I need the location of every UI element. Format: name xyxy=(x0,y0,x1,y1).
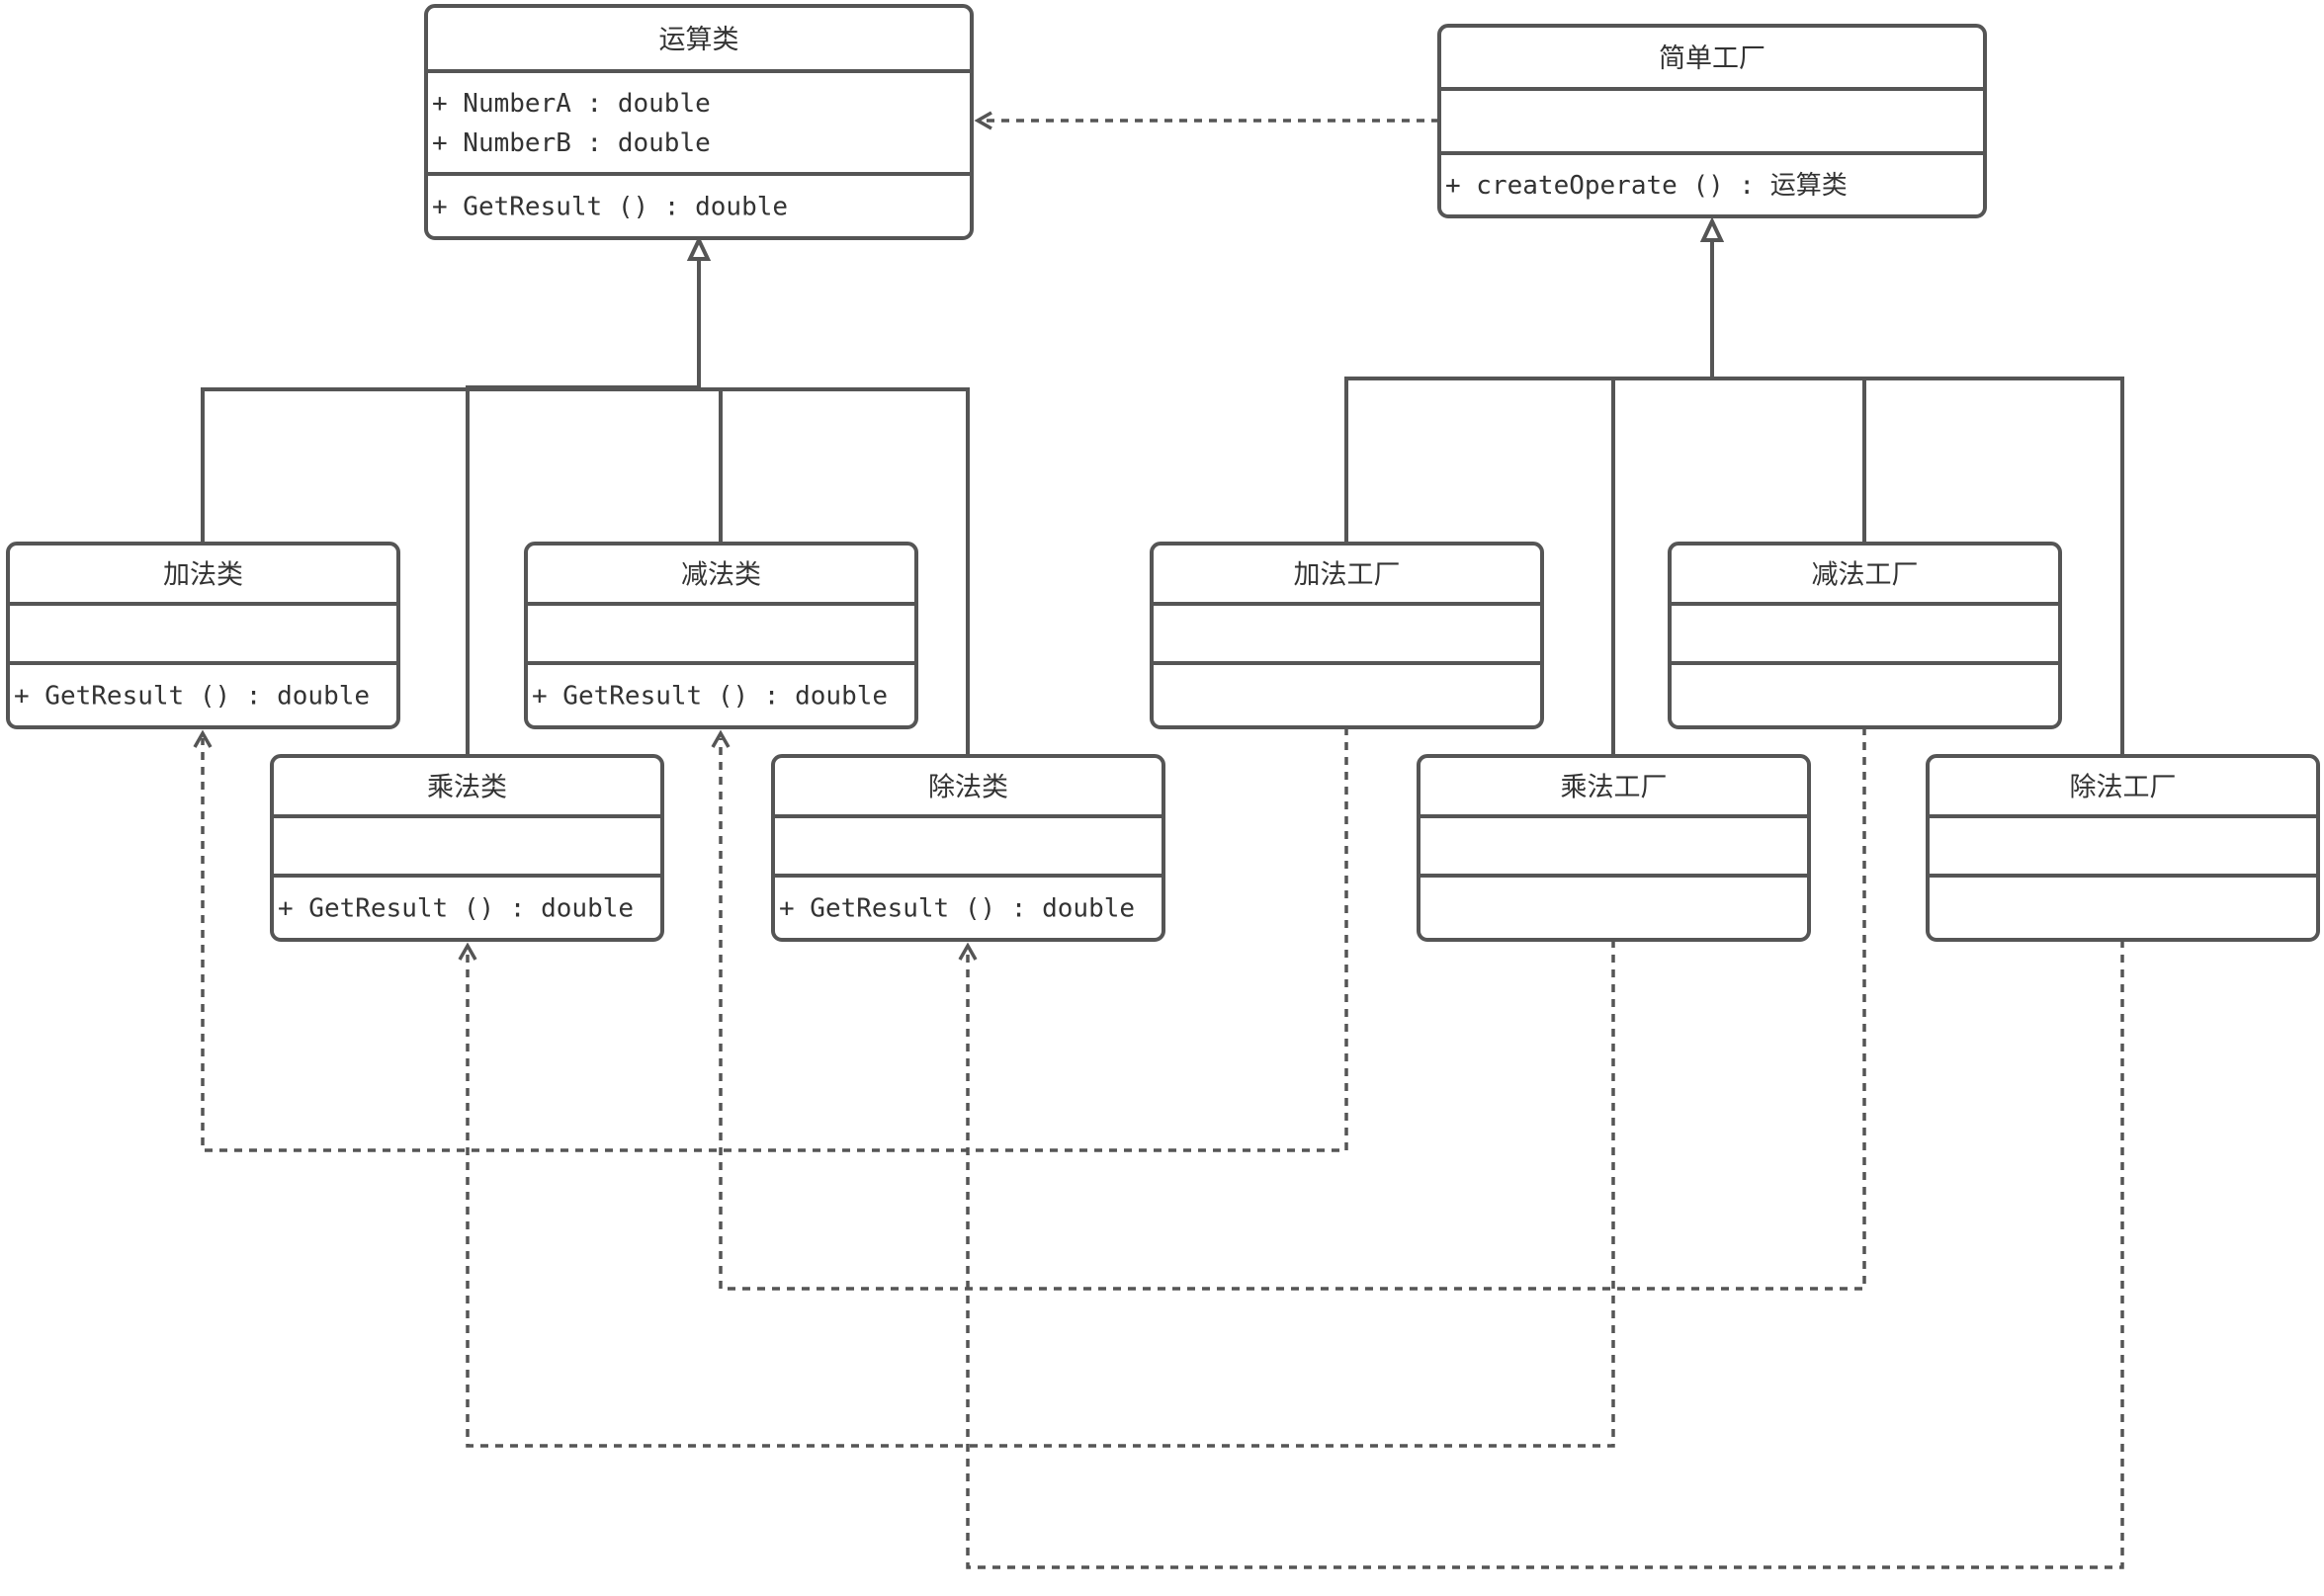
dependency-mul-factory-to-mul-op xyxy=(458,940,1615,1448)
class-method: + createOperate () : 运算类 xyxy=(1445,171,1848,201)
class-box-operation[interactable]: 运算类 + NumberA : double + NumberB : double +… xyxy=(424,4,974,240)
generalization-bus-line xyxy=(1344,377,2124,756)
generalization-arrowhead xyxy=(1699,216,1725,242)
class-name: 乘法工厂 xyxy=(1561,773,1668,803)
class-box-div-factory[interactable]: 除法工厂 xyxy=(1926,754,2320,942)
class-method: + GetResult () : double xyxy=(779,894,1135,924)
dependency-line xyxy=(201,727,1348,1152)
class-box-frame xyxy=(524,542,918,729)
class-box-sub-factory[interactable]: 减法工厂 xyxy=(1668,542,2062,729)
class-box-frame xyxy=(1437,24,1987,218)
dependency-line xyxy=(719,727,1866,1291)
class-box-simple-factory[interactable]: 简单工厂 + createOperate () : 运算类 xyxy=(1437,24,1987,218)
dependency-arrowhead xyxy=(974,111,992,130)
dependency-arrowhead xyxy=(458,942,477,961)
class-name: 加法类 xyxy=(163,560,243,591)
class-name: 简单工厂 xyxy=(1659,43,1765,74)
dependency-line xyxy=(466,940,1615,1448)
dependency-add-factory-to-add-op xyxy=(193,727,1348,1152)
class-box-frame xyxy=(1926,754,2320,942)
class-box-mul-op[interactable]: 乘法类 + GetResult () : double xyxy=(270,754,664,942)
class-box-add-op[interactable]: 加法类 + GetResult () : double xyxy=(6,542,400,729)
class-box-add-factory[interactable]: 加法工厂 xyxy=(1150,542,1544,729)
class-method: + GetResult () : double xyxy=(278,894,634,924)
class-box-frame xyxy=(270,754,664,942)
class-attribute: + NumberB : double xyxy=(432,128,711,158)
class-box-sub-op[interactable]: 减法类 + GetResult () : double xyxy=(524,542,918,729)
generalization-arrowhead xyxy=(686,235,712,261)
dependency-arrowhead xyxy=(958,942,978,961)
class-name: 乘法类 xyxy=(427,773,507,803)
generalization-branch-line xyxy=(466,385,699,756)
dependency-line xyxy=(966,940,2124,1569)
class-box-frame xyxy=(6,542,400,729)
class-box-mul-factory[interactable]: 乘法工厂 xyxy=(1417,754,1811,942)
dependency-simple-factory-to-operation xyxy=(974,111,1439,130)
class-name: 除法工厂 xyxy=(2070,773,2177,803)
generalization-factory xyxy=(1344,216,2124,756)
class-box-frame xyxy=(771,754,1165,942)
class-method: + GetResult () : double xyxy=(432,193,788,222)
class-name: 减法类 xyxy=(681,560,761,591)
relationship-lines xyxy=(193,111,2124,1569)
class-method: + GetResult () : double xyxy=(14,682,370,712)
class-box-frame xyxy=(1150,542,1544,729)
dependency-sub-factory-to-sub-op xyxy=(711,727,1866,1291)
dependency-div-factory-to-div-op xyxy=(958,940,2124,1569)
class-box-frame xyxy=(424,4,974,240)
class-attribute: + NumberA : double xyxy=(432,89,711,119)
class-name: 运算类 xyxy=(659,25,739,55)
class-box-div-op[interactable]: 除法类 + GetResult () : double xyxy=(771,754,1165,942)
dependency-arrowhead xyxy=(193,729,213,748)
dependency-arrowhead xyxy=(711,729,731,748)
generalization-operation xyxy=(201,235,970,756)
class-name: 除法类 xyxy=(928,773,1008,803)
class-method: + GetResult () : double xyxy=(532,682,888,712)
class-name: 加法工厂 xyxy=(1294,560,1401,591)
class-box-frame xyxy=(1417,754,1811,942)
class-box-frame xyxy=(1668,542,2062,729)
class-name: 减法工厂 xyxy=(1812,560,1919,591)
